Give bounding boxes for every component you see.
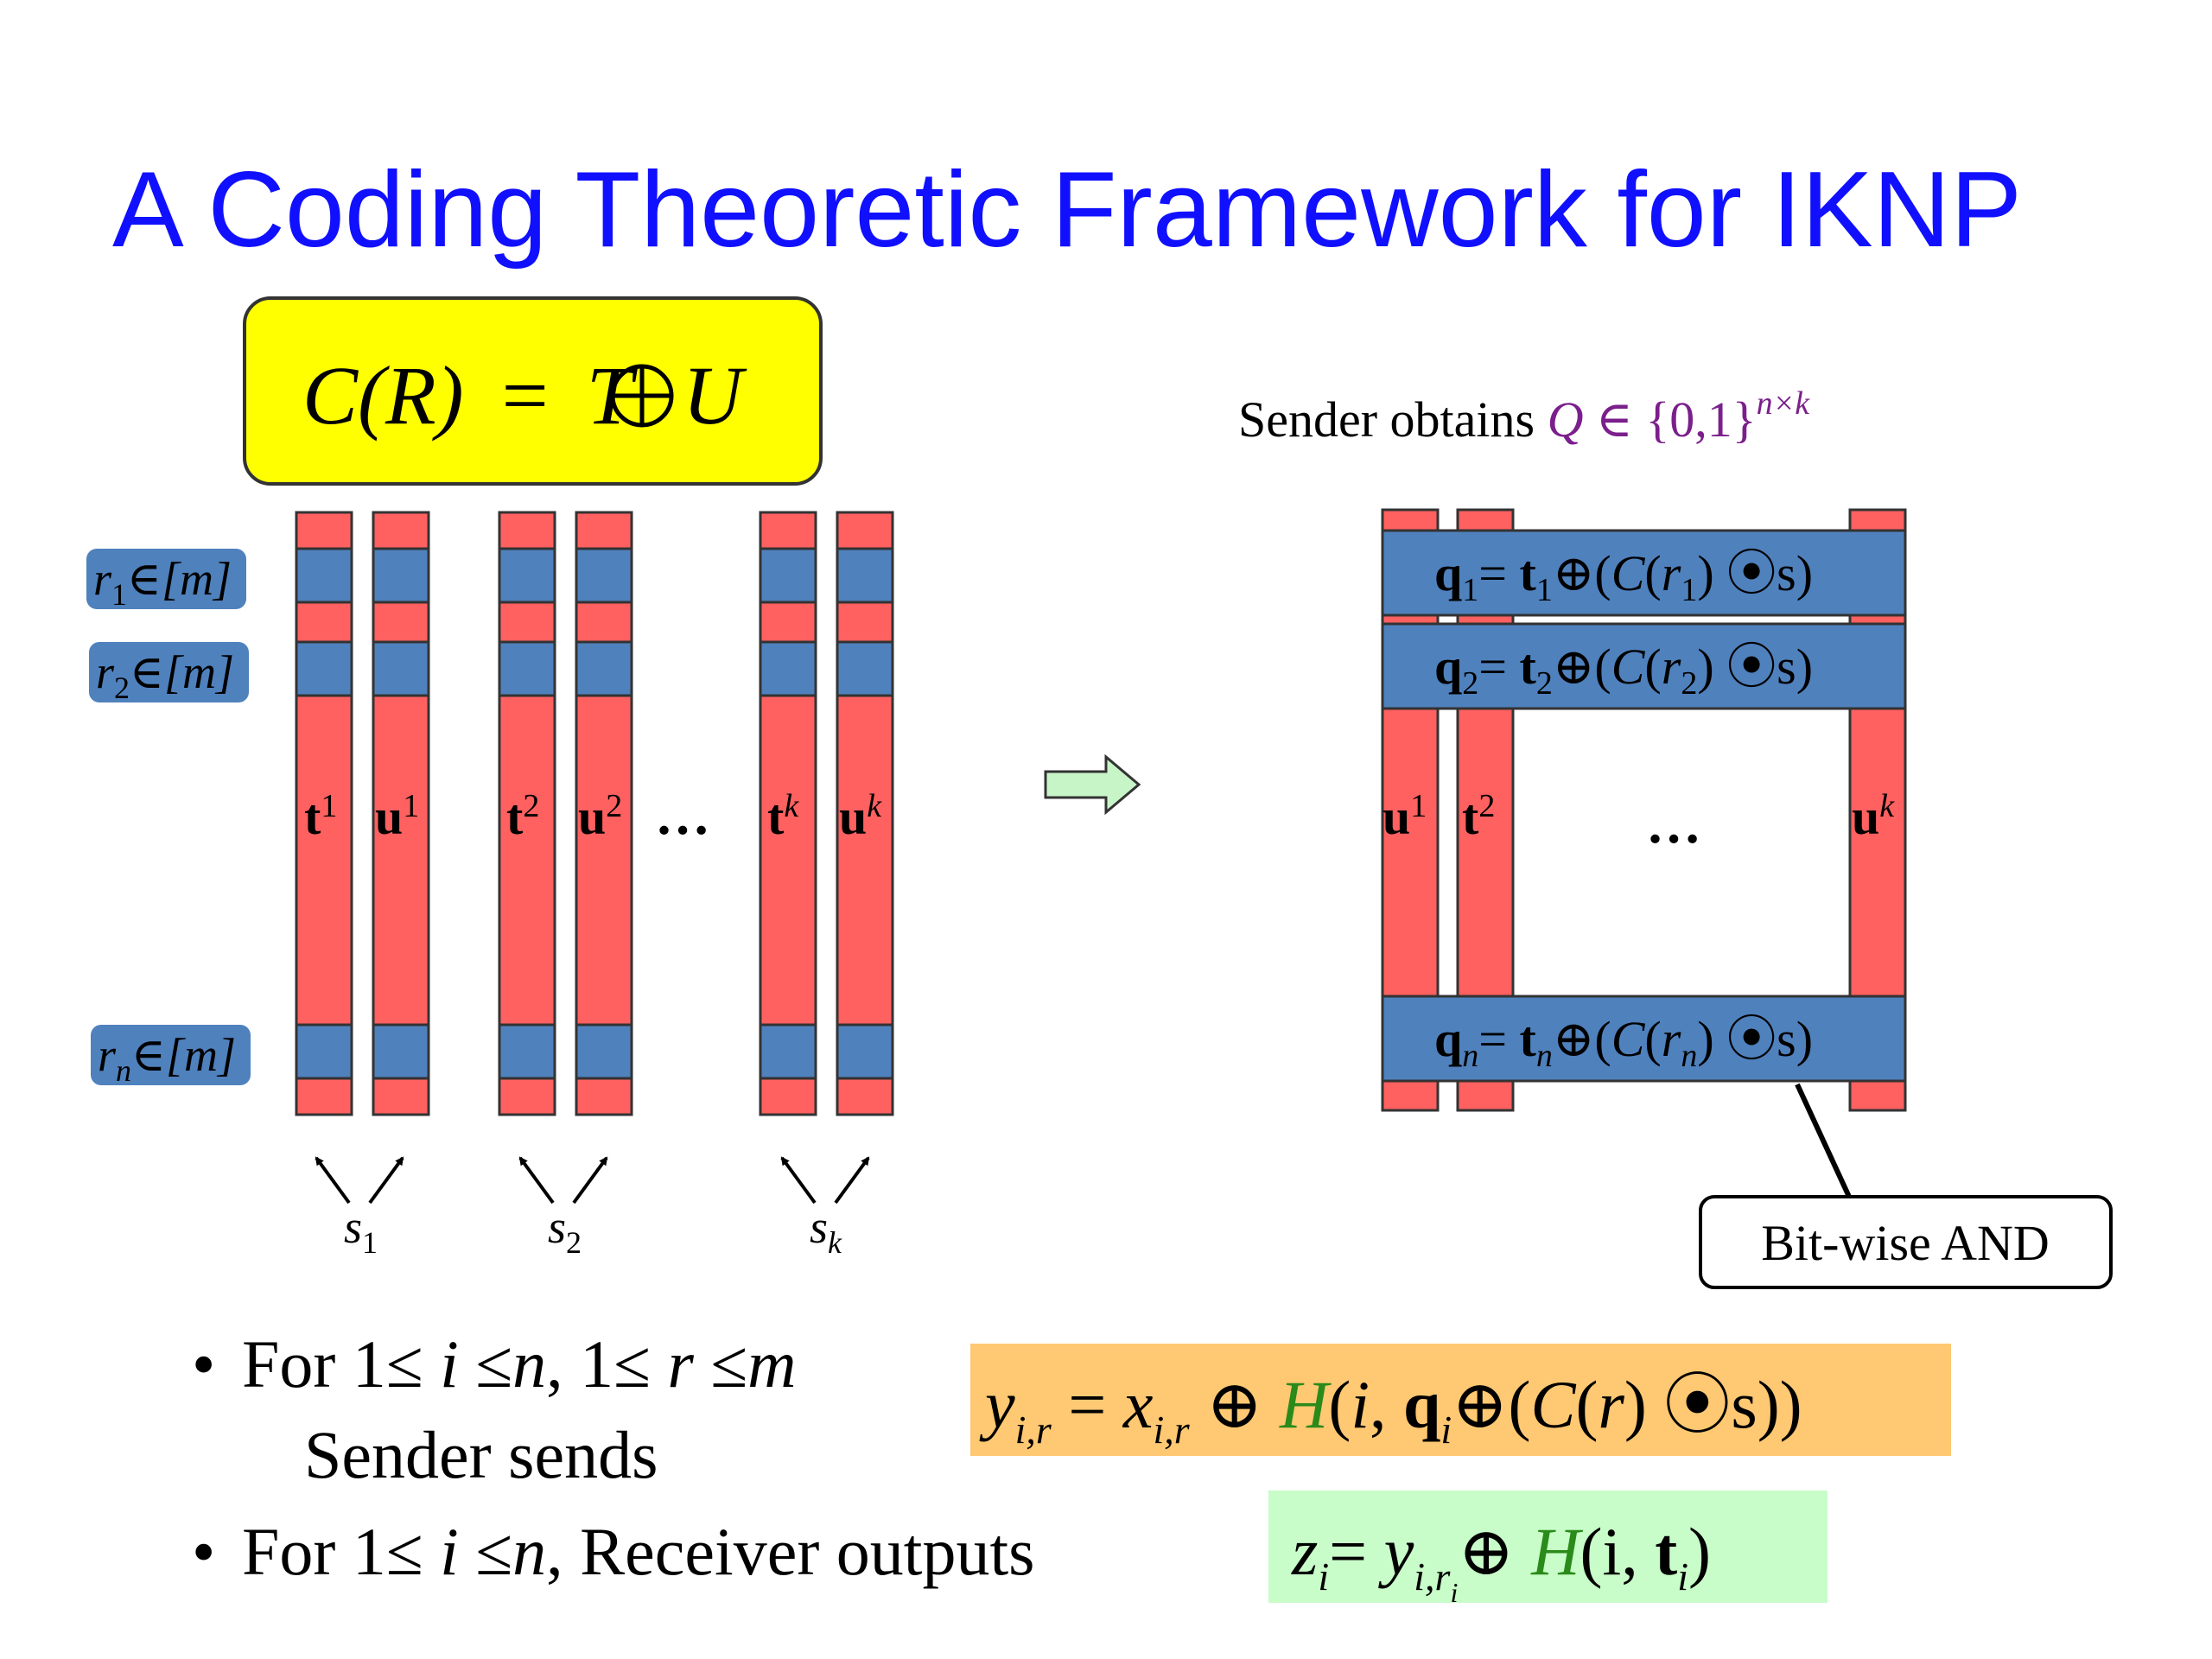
formula-y-box: yi,r = xi,r ⊕ H(i, qi⊕(C(r) ⦿s)) — [970, 1344, 1951, 1456]
q-row-2: q2= t2⊕(C(r2) ⦿s) — [1381, 622, 1907, 710]
cell-rn-u2 — [575, 1023, 633, 1080]
column-label-u1: u1 — [375, 788, 419, 845]
column-label-tk: tk — [767, 788, 799, 845]
column-label-t1: t1 — [304, 788, 337, 845]
left-matrix: t1 u1 t2 u2 … tk uk — [295, 511, 894, 1116]
bullet-2: • For 1≤ i ≤n, Receiver outputs — [192, 1514, 1035, 1589]
main-equation-text: C(R) = T — [302, 349, 639, 442]
row-label-r2: r2∈[m] — [89, 642, 249, 705]
selector-sk: sk — [780, 1156, 870, 1260]
column-u1 — [372, 511, 430, 1116]
svg-text:sk: sk — [810, 1201, 842, 1260]
cell-rn-uk — [836, 1023, 894, 1080]
cell-r2-uk — [836, 640, 894, 697]
cell-r2-t2 — [498, 640, 556, 697]
q-row-1: q1= t1⊕(C(r1) ⦿s) — [1381, 529, 1907, 617]
right-matrix: u1 t2 uk … q1= t1⊕(C(r1) ⦿s) q2= t2⊕(C(r… — [1381, 508, 1907, 1112]
bitwise-and-label: Bit-wise AND — [1761, 1215, 2050, 1271]
q-row-n: qn= tn⊕(C(rn) ⦿s) — [1381, 995, 1907, 1083]
cell-rn-t2 — [498, 1023, 556, 1080]
sender-obtains-caption: Sender obtains Q ∈ {0,1}n×k — [1238, 385, 1810, 448]
svg-text:q2= t2⊕(C(r2) ⦿s): q2= t2⊕(C(r2) ⦿s) — [1434, 639, 1813, 702]
svg-text:q1= t1⊕(C(r1) ⦿s): q1= t1⊕(C(r1) ⦿s) — [1434, 545, 1813, 608]
column-label-u2: u2 — [578, 788, 622, 845]
bullet-2-line1: For 1≤ i ≤n, Receiver outputs — [242, 1514, 1035, 1589]
main-equation-u: U — [683, 349, 747, 442]
svg-text:s2: s2 — [548, 1201, 582, 1260]
column-u2 — [575, 511, 633, 1116]
selector-s1: s1 — [315, 1156, 404, 1260]
svg-text:rn∈[m]: rn∈[m] — [98, 1029, 236, 1088]
cell-rn-t1 — [295, 1023, 353, 1080]
main-equation-box: C(R) = T U — [243, 296, 823, 486]
bullet-2-marker: • — [192, 1514, 215, 1589]
column-t1 — [295, 511, 353, 1116]
svg-text:r1∈[m]: r1∈[m] — [93, 553, 232, 612]
cell-r2-u1 — [372, 640, 430, 697]
svg-text:r2∈[m]: r2∈[m] — [96, 646, 234, 705]
main-equation-equals: = — [502, 349, 549, 442]
column-tk — [759, 511, 817, 1116]
callout-pointer — [1795, 1083, 1852, 1198]
cell-r1-tk — [759, 547, 817, 604]
svg-text:s1: s1 — [344, 1201, 378, 1260]
slide-title: A Coding Theoretic Framework for IKNP — [112, 150, 2022, 270]
cell-r2-tk — [759, 640, 817, 697]
bullet-1-line2: Sender sends — [304, 1417, 658, 1492]
bullet-1-marker: • — [192, 1326, 215, 1402]
cell-r1-u1 — [372, 547, 430, 604]
bullet-1-line1: For 1≤ i ≤n, 1≤ r ≤m — [242, 1326, 796, 1402]
right-arrow-icon — [1044, 753, 1141, 816]
main-equation-lhs: C(R) — [302, 349, 464, 442]
right-column-label-u1: u1 — [1382, 788, 1427, 845]
cell-r1-t2 — [498, 547, 556, 604]
column-label-t2: t2 — [506, 788, 539, 845]
cell-r1-u2 — [575, 547, 633, 604]
circled-plus-icon — [610, 364, 674, 428]
cell-r1-t1 — [295, 547, 353, 604]
cell-rn-tk — [759, 1023, 817, 1080]
formula-z-box: zi= yi,ri⊕ H(i, ti) — [1268, 1491, 1827, 1608]
cell-r1-uk — [836, 547, 894, 604]
cell-r2-t1 — [295, 640, 353, 697]
cell-r2-u2 — [575, 640, 633, 697]
row-label-rn: rn∈[m] — [91, 1025, 251, 1088]
bullet-1: • For 1≤ i ≤n, 1≤ r ≤m Sender sends — [192, 1326, 796, 1492]
column-label-ellipsis: … — [655, 785, 710, 846]
column-uk — [836, 511, 894, 1116]
bitwise-and-callout: Bit-wise AND — [1699, 1195, 2113, 1289]
right-column-label-uk: uk — [1852, 788, 1895, 845]
right-ellipsis: … — [1646, 793, 1701, 855]
right-column-label-t2: t2 — [1462, 788, 1495, 845]
cell-rn-u1 — [372, 1023, 430, 1080]
formula-y-text: yi,r = xi,r ⊕ H(i, qi⊕(C(r) ⦿s)) — [979, 1367, 1802, 1452]
column-t2 — [498, 511, 556, 1116]
selector-s2: s2 — [518, 1156, 608, 1260]
formula-z-text: zi= yi,ri⊕ H(i, ti) — [1291, 1514, 1711, 1608]
svg-text:qn= tn⊕(C(rn) ⦿s): qn= tn⊕(C(rn) ⦿s) — [1434, 1011, 1813, 1074]
column-label-uk: uk — [839, 788, 882, 845]
main-equation-background — [243, 296, 823, 486]
row-label-r1: r1∈[m] — [86, 549, 246, 612]
